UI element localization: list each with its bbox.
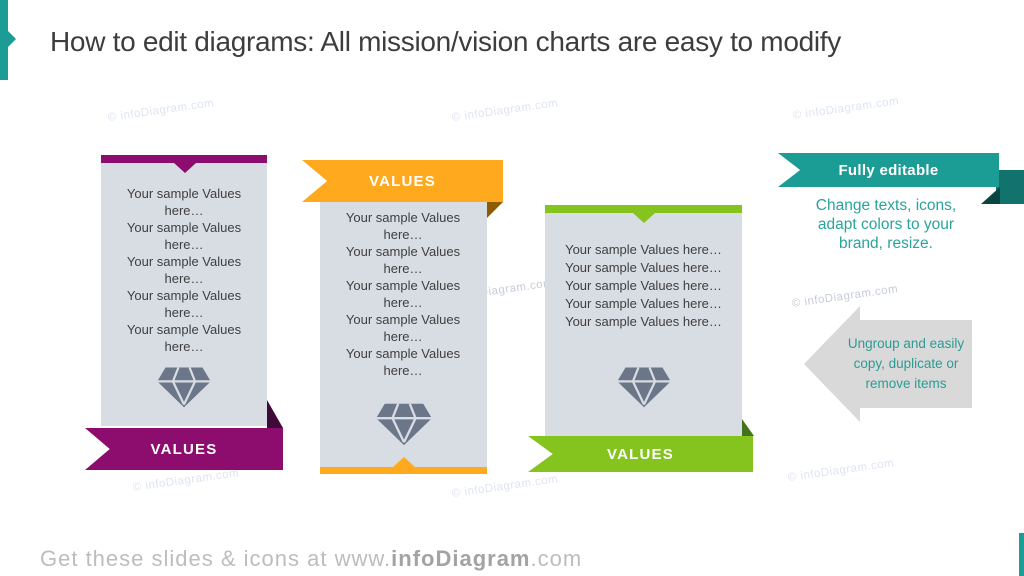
footer: Get these slides & icons at www.infoDiag… xyxy=(40,546,582,572)
sample-text-line: Your sample Values here… xyxy=(345,312,461,344)
panel-top-bar xyxy=(545,205,742,213)
footer-text: Get these slides & icons at www. xyxy=(40,546,392,571)
ribbon-fold xyxy=(981,187,1000,204)
sample-text-line: Your sample Values here… xyxy=(565,296,722,311)
ribbon-fold xyxy=(742,419,754,436)
left-arrow-icon xyxy=(860,320,972,408)
banner-label: VALUES xyxy=(607,445,674,463)
sample-text-block: Your sample Values here… Your sample Val… xyxy=(328,209,478,379)
ribbon-tail xyxy=(996,170,1024,204)
notch-down-icon xyxy=(174,163,196,173)
watermark: © infoDiagram.com xyxy=(791,283,899,310)
sample-text-line: Your sample Values here… xyxy=(345,346,461,378)
panel-top-bar xyxy=(101,155,267,163)
sample-text-block: Your sample Values here… Your sample Val… xyxy=(549,241,738,331)
sample-text-line: Your sample Values here… xyxy=(345,278,461,310)
ungroup-note: Ungroup and easily copy, duplicate or re… xyxy=(847,336,965,391)
watermark: © infoDiagram.com xyxy=(787,457,895,484)
notch-up-icon xyxy=(393,457,415,467)
sample-text-line: Your sample Values here… xyxy=(565,242,722,257)
sample-text-line: Your sample Values here… xyxy=(126,220,242,252)
sample-text-line: Your sample Values here… xyxy=(126,186,242,218)
watermark: © infoDiagram.com xyxy=(132,467,240,494)
footer-text-suffix: .com xyxy=(530,546,583,571)
panel-bottom-bar xyxy=(320,467,487,474)
sample-text-line: Your sample Values here… xyxy=(345,244,461,276)
sample-text-line: Your sample Values here… xyxy=(345,210,461,242)
gem-icon xyxy=(617,367,671,408)
watermark: © infoDiagram.com xyxy=(451,473,559,500)
gem-icon xyxy=(157,367,211,408)
sample-text-block: Your sample Values here… Your sample Val… xyxy=(109,185,259,355)
sample-text-line: Your sample Values here… xyxy=(126,288,242,320)
values-banner: VALUES xyxy=(302,160,503,202)
teal-accent-bar-top-left xyxy=(0,0,8,80)
ribbon-fold xyxy=(267,400,283,428)
banner-label: VALUES xyxy=(369,172,436,190)
values-banner: VALUES xyxy=(85,428,283,470)
edit-note: Change texts, icons, adapt colors to you… xyxy=(815,197,957,252)
values-banner: VALUES xyxy=(528,436,753,472)
sample-text-line: Your sample Values here… xyxy=(565,260,722,275)
sample-text-line: Your sample Values here… xyxy=(565,278,722,293)
sample-text-line: Your sample Values here… xyxy=(126,254,242,286)
watermark: © infoDiagram.com xyxy=(792,95,900,122)
gem-icon xyxy=(376,403,432,446)
banner-label: VALUES xyxy=(150,440,218,458)
footer-brand: infoDiagram xyxy=(391,546,531,571)
fully-editable-ribbon: Fully editable xyxy=(778,153,999,187)
sample-text-line: Your sample Values here… xyxy=(565,314,722,329)
notch-down-icon xyxy=(633,213,655,223)
watermark: © infoDiagram.com xyxy=(451,97,559,124)
sample-text-line: Your sample Values here… xyxy=(126,322,242,354)
teal-accent-bar-bottom-right xyxy=(1019,533,1024,576)
page-title: How to edit diagrams: All mission/vision… xyxy=(50,26,841,57)
chevron-right-icon xyxy=(8,31,16,47)
ribbon-label: Fully editable xyxy=(838,161,939,179)
ribbon-fold xyxy=(487,202,503,218)
watermark: © infoDiagram.com xyxy=(107,97,215,124)
